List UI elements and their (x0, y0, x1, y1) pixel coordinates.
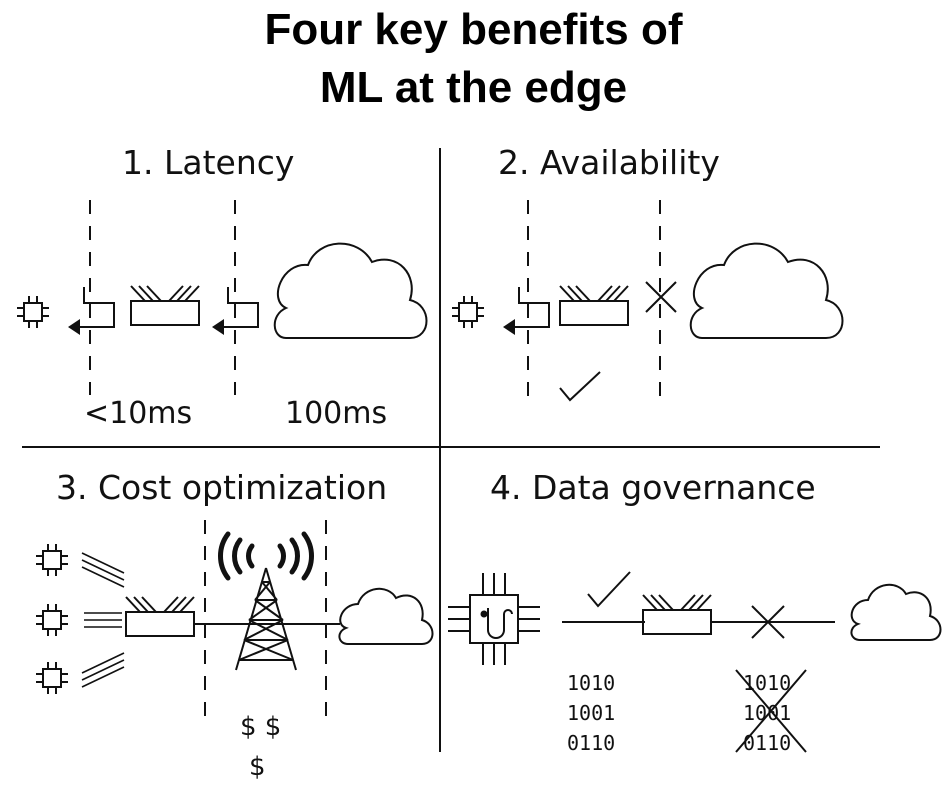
signal-lines (81, 552, 125, 688)
cloud-icon (850, 584, 942, 641)
latency-heading: 1. Latency (122, 143, 295, 182)
cost-heading: 3. Cost optimization (56, 468, 388, 507)
blocked-data-bits: 1010 1001 0110 (743, 668, 791, 758)
chip-icon (35, 603, 69, 637)
gateway-icon (125, 596, 195, 637)
gateway-icon (559, 285, 629, 326)
cross-icon (751, 605, 785, 639)
blocked-bits-row: 1010 (743, 671, 792, 695)
cost-dollars-row2: $ (249, 752, 266, 782)
local-bits-row: 1010 (567, 671, 616, 695)
cross-icon (735, 669, 807, 753)
cross-icon (645, 281, 677, 313)
local-data-bits: 1010 1001 0110 (567, 668, 615, 758)
edge-latency-label: <10ms (84, 396, 193, 431)
gateway-icon (130, 285, 200, 326)
chip-icon (451, 295, 485, 329)
cloud-latency-label: 100ms (285, 396, 388, 431)
check-icon (587, 571, 631, 608)
chip-icon (35, 661, 69, 695)
cost-dollars-row1: $ $ (240, 712, 282, 742)
cloud-icon (338, 588, 434, 645)
smart-chip-icon (448, 573, 540, 665)
diagram-title-line1: Four key benefits of (264, 5, 683, 54)
diagram-title-line2: ML at the edge (319, 63, 628, 112)
availability-heading: 2. Availability (498, 143, 720, 182)
cell-tower-icon (235, 567, 297, 671)
gateway-icon (642, 594, 712, 635)
check-icon (559, 371, 601, 402)
chip-icon (16, 295, 50, 329)
cloud-icon (273, 242, 428, 339)
local-bits-row: 1001 (567, 701, 616, 725)
cloud-icon (689, 242, 844, 339)
wireless-signal-icon (218, 531, 314, 581)
return-arrow-icon (502, 286, 550, 336)
chip-icon (35, 543, 69, 577)
governance-heading: 4. Data governance (490, 468, 816, 507)
local-bits-row: 0110 (567, 731, 616, 755)
